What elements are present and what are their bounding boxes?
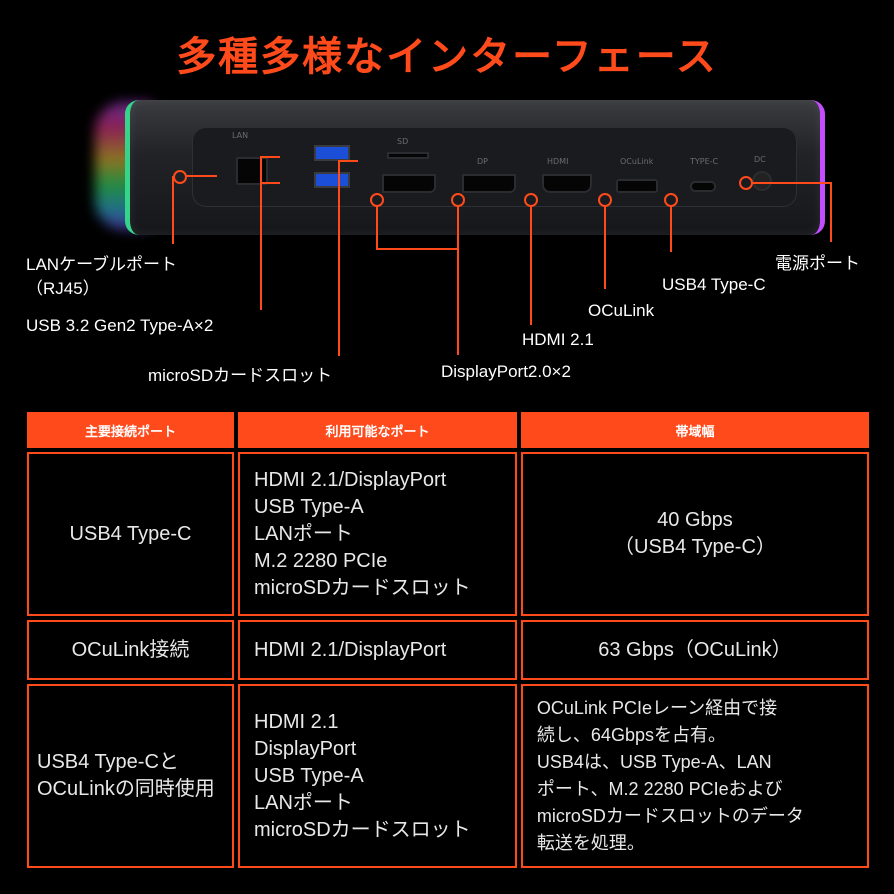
cell-available-ports: HDMI 2.1/DisplayPort xyxy=(238,620,517,680)
usb4-typec-port xyxy=(690,181,716,192)
lan-port-label: LAN xyxy=(232,131,249,140)
table-row: USB4 Type-Cと OCuLinkの同時使用 HDMI 2.1 Displ… xyxy=(27,684,869,868)
usb-a-port-2 xyxy=(314,172,350,188)
lan-callout-sub: （RJ45） xyxy=(26,279,100,298)
page-title: 多種多様なインターフェース xyxy=(176,34,718,80)
dc-port-label: DC xyxy=(754,155,766,164)
microsd-slot xyxy=(387,152,429,159)
hdmi-callout: HDMI 2.1 xyxy=(522,330,594,349)
typec-port-label: TYPE-C xyxy=(690,157,719,166)
cell-available-ports: HDMI 2.1/DisplayPort USB Type-A LANポート M… xyxy=(238,452,517,616)
cell-bandwidth: OCuLink PCIeレーン経由で接 続し、64Gbpsを占有。 USB4は、… xyxy=(520,684,869,868)
port-bandwidth-table: 主要接続ポート 利用可能なポート 帯域幅 USB4 Type-C HDMI 2.… xyxy=(23,408,873,872)
cell-main-port: USB4 Type-C xyxy=(27,452,234,616)
dp-port-label: DP xyxy=(477,157,488,166)
cell-bandwidth: 63 Gbps（OCuLink） xyxy=(520,620,869,680)
table-row: OCuLink接続 HDMI 2.1/DisplayPort 63 Gbps（O… xyxy=(27,620,869,680)
header-bandwidth: 帯域幅 xyxy=(520,412,869,448)
cell-available-ports: HDMI 2.1 DisplayPort USB Type-A LANポート m… xyxy=(238,684,517,868)
power-callout: 電源ポート xyxy=(775,254,860,273)
port-panel: LAN SD DP HDMI OCuLink TYPE-C DC xyxy=(192,127,797,207)
dock-device-image: LAN SD DP HDMI OCuLink TYPE-C DC xyxy=(95,100,835,235)
sd-slot-label: SD xyxy=(397,137,409,146)
cell-bandwidth: 40 Gbps （USB4 Type-C） xyxy=(520,452,869,616)
hdmi-port xyxy=(542,174,592,193)
microsd-callout: microSDカードスロット xyxy=(148,366,333,385)
usb-callout: USB 3.2 Gen2 Type-A×2 xyxy=(26,316,214,335)
header-available-ports: 利用可能なポート xyxy=(238,412,517,448)
table-row: USB4 Type-C HDMI 2.1/DisplayPort USB Typ… xyxy=(27,452,869,616)
displayport-2 xyxy=(462,174,516,193)
dock-body: LAN SD DP HDMI OCuLink TYPE-C DC xyxy=(125,100,825,235)
dc-power-port xyxy=(752,171,772,191)
oculink-callout: OCuLink xyxy=(588,301,655,320)
cell-main-port: OCuLink接続 xyxy=(27,620,234,680)
oculink-port-label: OCuLink xyxy=(620,157,654,166)
table-header-row: 主要接続ポート 利用可能なポート 帯域幅 xyxy=(27,412,869,448)
oculink-port xyxy=(616,179,658,193)
hdmi-port-label: HDMI xyxy=(547,157,569,166)
usb-a-port-1 xyxy=(314,145,350,161)
header-main-port: 主要接続ポート xyxy=(27,412,234,448)
lan-callout: LANケーブルポート xyxy=(26,255,178,274)
cell-main-port: USB4 Type-Cと OCuLinkの同時使用 xyxy=(27,684,234,868)
usb4-callout: USB4 Type-C xyxy=(662,275,766,294)
displayport-1 xyxy=(382,174,436,193)
displayport-callout: DisplayPort2.0×2 xyxy=(441,362,571,381)
lan-port xyxy=(236,157,268,185)
